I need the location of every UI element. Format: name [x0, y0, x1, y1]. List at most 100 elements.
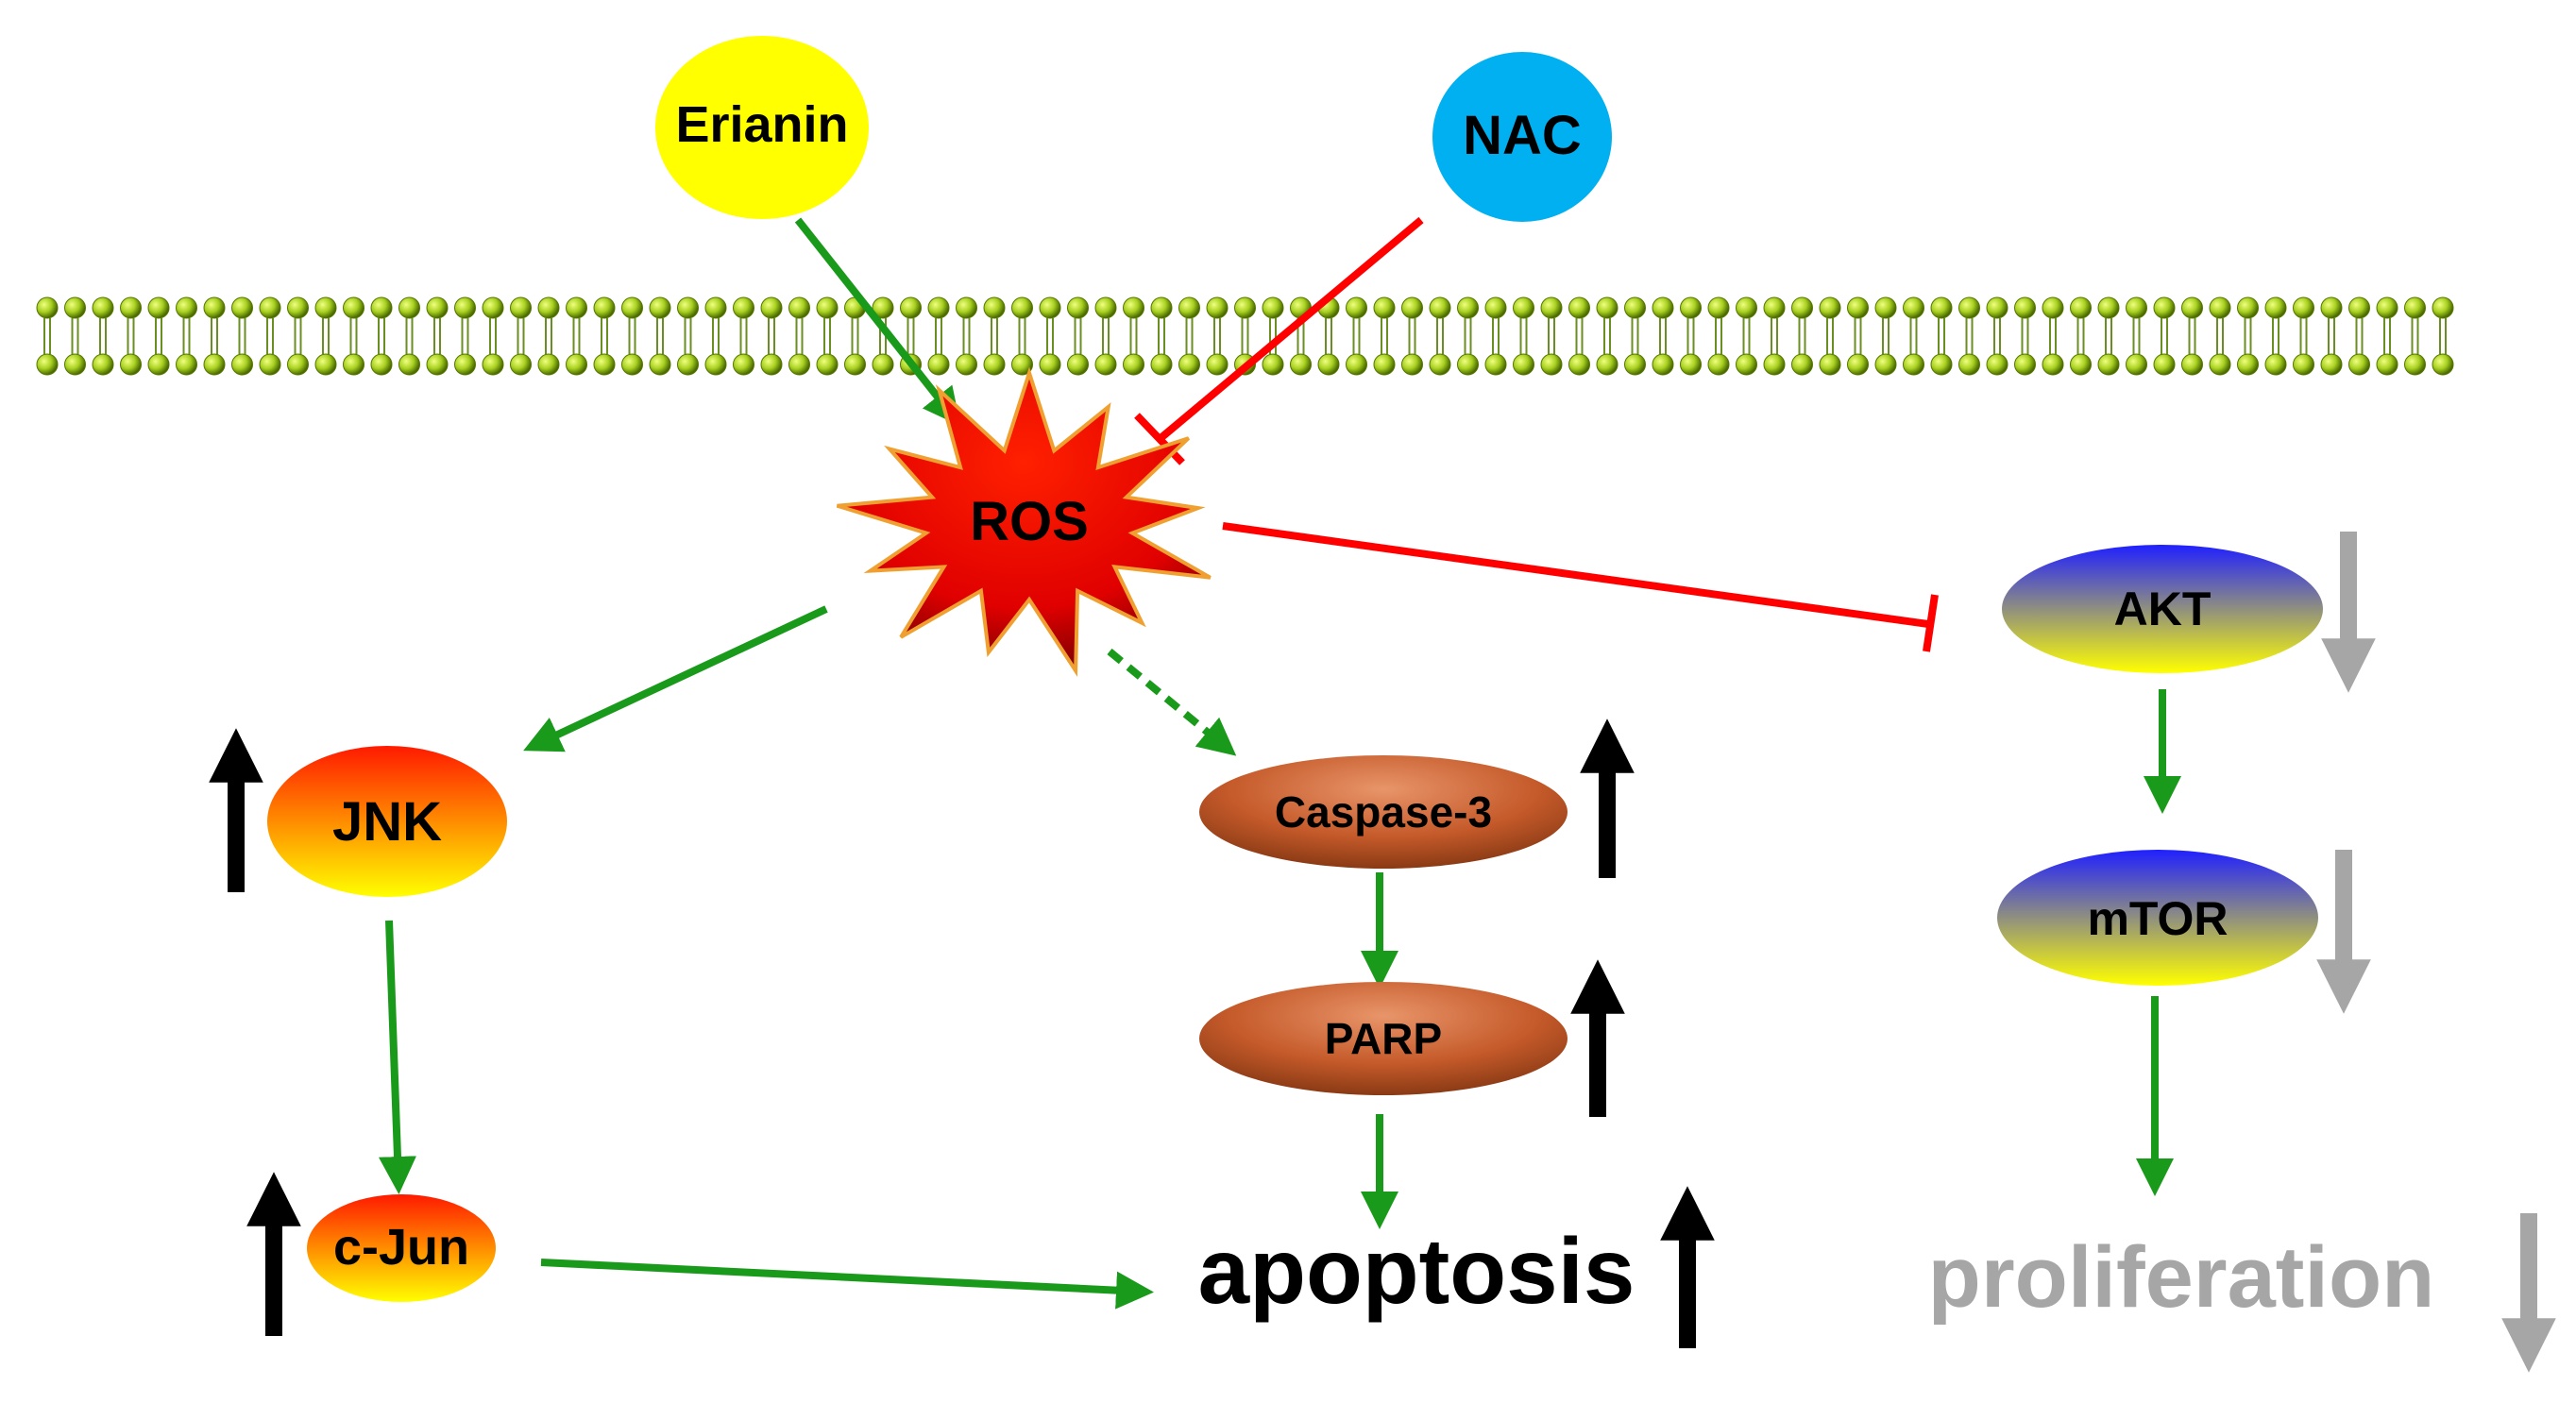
lipid-tail	[489, 318, 497, 354]
lipid-head	[1736, 296, 1757, 319]
apoptosis-label: apoptosis	[1198, 1219, 1635, 1323]
lipid-head	[1540, 353, 1563, 376]
lipid-tail	[1548, 318, 1555, 354]
lipid-head	[2097, 353, 2120, 376]
lipid-head	[2432, 296, 2454, 319]
node-caspase3: Caspase-3	[1199, 755, 1568, 869]
lipid-tail	[1938, 318, 1945, 354]
lipid-tail	[1213, 318, 1221, 354]
lipid-head	[64, 296, 86, 319]
lipid-tail	[127, 318, 135, 354]
lipid-head	[1039, 296, 1061, 319]
lipid-tail	[2439, 318, 2447, 354]
lipid-tail	[823, 318, 831, 354]
lipid-head	[927, 296, 950, 319]
lipid-tail	[962, 318, 971, 354]
lipid-head	[482, 353, 504, 376]
lipid-tail	[2328, 318, 2335, 354]
lipid-head	[1150, 296, 1173, 319]
lipid-head	[1903, 353, 1924, 376]
lipid-head	[844, 353, 866, 376]
lipid-tail	[2299, 318, 2308, 354]
lipid-tail	[1519, 318, 1528, 354]
lipid-head	[2237, 353, 2259, 376]
lipid-head	[1874, 353, 1897, 376]
lipid-tail	[1102, 318, 1110, 354]
lipid-head	[510, 296, 532, 319]
lipid-tail	[1158, 318, 1165, 354]
lipid-head	[64, 353, 86, 376]
lipid-tail	[2076, 318, 2085, 354]
lipid-head	[2209, 296, 2231, 319]
lipid-tail	[2188, 318, 2196, 354]
lipid-head	[1847, 296, 1869, 319]
lipid-head	[649, 353, 671, 376]
lipid-head	[259, 296, 281, 319]
lipid-head	[1568, 353, 1590, 376]
lipid-head	[566, 296, 587, 319]
lipid-head	[1206, 296, 1229, 319]
lipid-head	[2348, 353, 2370, 376]
lipid-tail	[1993, 318, 2001, 354]
lipid-head	[1707, 296, 1730, 319]
lipid-head	[203, 296, 226, 319]
lipid-head	[1290, 353, 1312, 376]
lipid-tail	[1352, 318, 1361, 354]
lipid-head	[677, 353, 699, 376]
lipid-head	[1150, 353, 1173, 376]
lipid-tail	[182, 318, 191, 354]
lipid-tail	[572, 318, 581, 354]
lipid-head	[1234, 296, 1256, 319]
lipid-head	[2209, 353, 2231, 376]
lipid-head	[1707, 353, 1730, 376]
lipid-head	[621, 353, 643, 376]
lipid-head	[2126, 296, 2147, 319]
caspase3-label: Caspase-3	[1275, 787, 1492, 837]
lipid-head	[1596, 353, 1618, 376]
jnk-label: JNK	[332, 791, 442, 853]
lipid-head	[1513, 353, 1534, 376]
node-erianin: Erianin	[655, 36, 869, 219]
lipid-tail	[1575, 318, 1584, 354]
edge-ros-akt-bar	[1923, 594, 1939, 652]
lipid-head	[454, 353, 476, 376]
edge-ros-caspase3	[1107, 648, 1237, 756]
lipid-head	[1457, 353, 1479, 376]
node-mtor: mTOR	[1997, 850, 2318, 986]
lipid-head	[2348, 296, 2370, 319]
akt-shape	[2002, 545, 2323, 673]
lipid-head	[704, 296, 727, 319]
mtor-shape	[1997, 850, 2318, 986]
lipid-head	[36, 296, 59, 319]
lipid-head	[2014, 296, 2036, 319]
cjun-shape	[307, 1194, 496, 1302]
lipid-head	[343, 296, 364, 319]
akt-label: AKT	[2114, 583, 2212, 635]
node-cjun: c-Jun	[307, 1194, 496, 1302]
lipid-head	[1624, 353, 1646, 376]
jnk-shape	[267, 746, 507, 897]
lipid-head	[231, 296, 253, 319]
edge-nac-ros-inhibit	[1157, 216, 1424, 443]
lipid-head	[1457, 296, 1479, 319]
lipid-tail	[1603, 318, 1611, 354]
lipid-tail	[1129, 318, 1138, 354]
lipid-tail	[1464, 318, 1472, 354]
lipid-tail	[935, 318, 942, 354]
cjun-label: c-Jun	[333, 1219, 469, 1276]
lipid-head	[1903, 296, 1924, 319]
lipid-head	[704, 353, 727, 376]
lipid-head	[2376, 353, 2398, 376]
lipid-tail	[739, 318, 748, 354]
lipid-head	[2264, 296, 2287, 319]
lipid-head	[1680, 353, 1702, 376]
lipid-tail	[155, 318, 162, 354]
lipid-head	[1513, 296, 1534, 319]
lipid-head	[1039, 353, 1061, 376]
lipid-head	[203, 353, 226, 376]
lipid-tail	[1742, 318, 1751, 354]
lipid-head	[2432, 353, 2454, 376]
lipid-head	[1680, 296, 1702, 319]
lipid-tail	[2272, 318, 2279, 354]
lipid-tail	[294, 318, 302, 354]
